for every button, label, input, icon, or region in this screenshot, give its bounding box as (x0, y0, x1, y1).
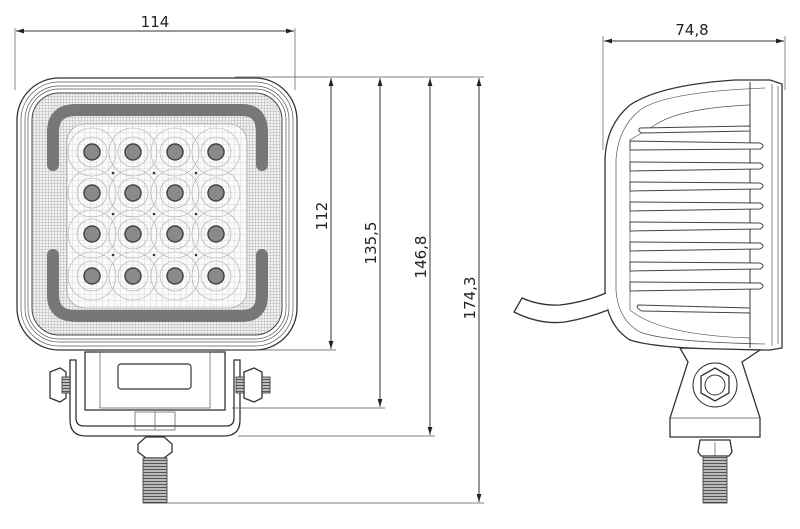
dimension-label-width: 114 (141, 13, 170, 31)
power-cable (513, 292, 609, 324)
drl-strip-bottom (47, 249, 268, 322)
dimension-label-135-5: 135,5 (362, 222, 380, 265)
led-emitters (83, 143, 225, 285)
front-view: 114 (14, 13, 484, 504)
mounting-stud-front (137, 436, 173, 504)
lamp-housing (16, 77, 298, 351)
dimension-label-depth: 74,8 (675, 21, 708, 39)
dimension-label-174-3: 174,3 (461, 277, 479, 320)
dimension-depth: 74,8 (602, 21, 786, 150)
mounting-bracket-front (49, 351, 271, 437)
side-view: 74,8 (513, 21, 786, 504)
dimension-heights: 112 135,5 146,8 174,3 (167, 76, 484, 504)
dimension-width: 114 (14, 13, 296, 90)
mounting-stud-side (697, 439, 733, 504)
label-plate (117, 363, 192, 390)
drl-strip-top (47, 104, 268, 171)
led-grid (67, 127, 241, 301)
bracket-bolt-left (49, 367, 71, 403)
mounting-bracket-side (669, 347, 763, 438)
bracket-bolt-right (235, 367, 271, 403)
led-reflectors (67, 127, 241, 301)
cooling-fins (629, 125, 764, 314)
dimension-label-112: 112 (313, 202, 331, 231)
led-grid-dots (111, 171, 198, 257)
dimension-label-146-8: 146,8 (412, 236, 430, 279)
